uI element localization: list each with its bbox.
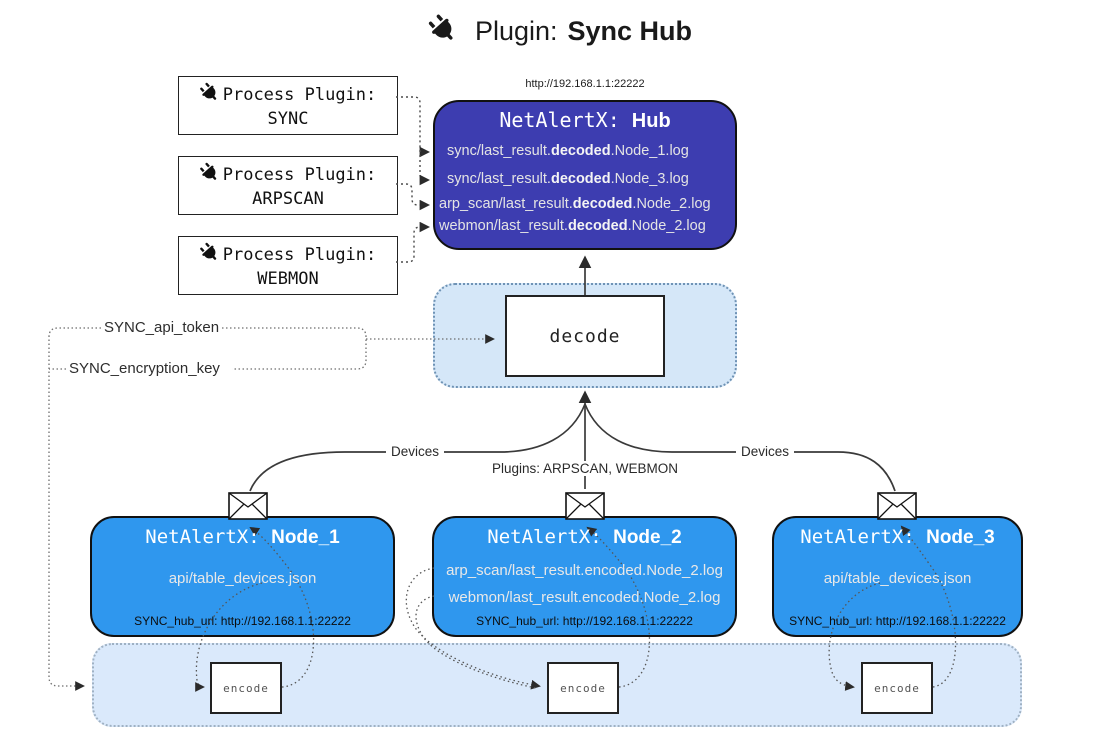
process-plugin-webmon: Process Plugin: WEBMON xyxy=(178,236,398,295)
node1-line: api/table_devices.json xyxy=(168,570,317,587)
hub-title-name: Hub xyxy=(631,110,671,132)
process-plugin-label: Process Plugin: xyxy=(222,164,377,185)
envelope-icon xyxy=(565,492,605,525)
envelope-icon xyxy=(877,492,917,525)
page-title: Plugin: Sync Hub xyxy=(0,14,1117,49)
plug-icon xyxy=(199,242,219,267)
hub-log-line: webmon/last_result.decoded.Node_2.log xyxy=(439,218,706,234)
decode-box: decode xyxy=(505,295,665,377)
process-plugin-label: Process Plugin: xyxy=(222,244,377,265)
title-prefix: Plugin: xyxy=(474,16,558,46)
hub-log-line: arp_scan/last_result.decoded.Node_2.log xyxy=(439,196,711,212)
process-plugin-name: ARPSCAN xyxy=(252,188,324,209)
plug-icon xyxy=(199,82,219,107)
edge-label-devices-right: Devices xyxy=(735,444,795,459)
plug-icon xyxy=(199,162,219,187)
node3-hub-url: SYNC_hub_url: http://192.168.1.1:22222 xyxy=(789,614,1006,628)
node1-title: NetAlertX: Node_1 xyxy=(145,526,340,548)
hub-log-line: sync/last_result.decoded.Node_1.log xyxy=(447,143,689,159)
hub-title-prefix: NetAlertX: xyxy=(499,108,632,132)
node3-box xyxy=(772,516,1023,637)
node3-line: api/table_devices.json xyxy=(823,570,972,587)
process-plugin-arpscan: Process Plugin: ARPSCAN xyxy=(178,156,398,215)
process-plugin-label: Process Plugin: xyxy=(222,84,377,105)
process-plugin-name: WEBMON xyxy=(257,268,319,289)
title-name: Sync Hub xyxy=(567,16,693,46)
hub-box xyxy=(433,100,737,250)
process-plugin-name: SYNC xyxy=(267,108,309,129)
node1-hub-url: SYNC_hub_url: http://192.168.1.1:22222 xyxy=(134,614,351,628)
hub-log-line: sync/last_result.decoded.Node_3.log xyxy=(447,171,689,187)
node3-title: NetAlertX: Node_3 xyxy=(800,526,995,548)
plugin-hub-edges xyxy=(396,96,431,263)
plug-icon xyxy=(418,5,471,58)
edge-label-devices-left: Devices xyxy=(385,444,445,459)
hub-title: NetAlertX: Hub xyxy=(433,108,737,133)
sync-encryption-key-label: SYNC_encryption_key xyxy=(66,360,223,377)
envelope-icon xyxy=(228,492,268,525)
node2-title: NetAlertX: Node_2 xyxy=(487,526,682,548)
hub-url: http://192.168.1.1:22222 xyxy=(525,78,645,90)
encode-box-3: encode xyxy=(861,662,933,714)
edge-label-plugins: Plugins: ARPSCAN, WEBMON xyxy=(486,461,684,476)
node2-line: arp_scan/last_result.encoded.Node_2.log xyxy=(446,562,723,579)
process-plugin-sync: Process Plugin: SYNC xyxy=(178,76,398,135)
node2-line: webmon/last_result.encoded.Node_2.log xyxy=(448,589,721,606)
node2-hub-url: SYNC_hub_url: http://192.168.1.1:22222 xyxy=(476,614,693,628)
encode-box-2: encode xyxy=(547,662,619,714)
sync-api-token-label: SYNC_api_token xyxy=(101,319,223,336)
encode-box-1: encode xyxy=(210,662,282,714)
